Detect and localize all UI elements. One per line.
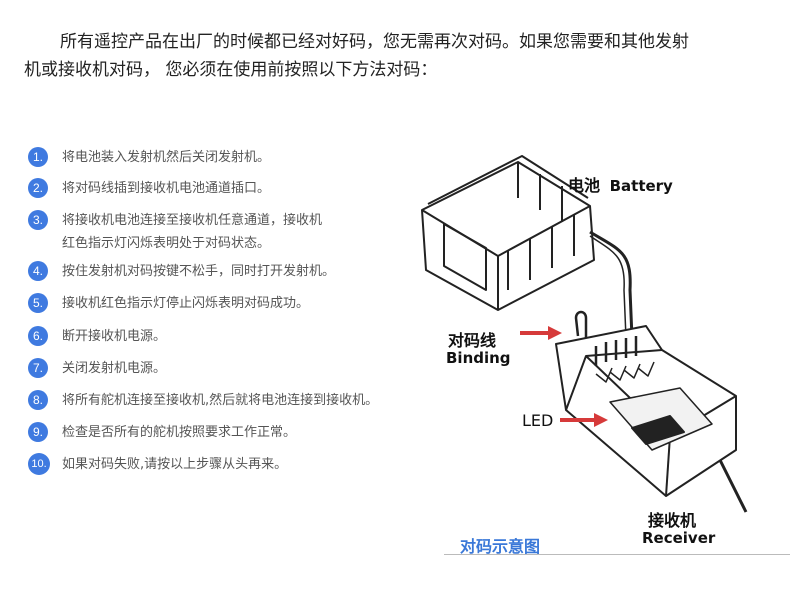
receiver-drawing [555,325,748,513]
step-item: 7. 关闭发射机电源。 [28,357,428,380]
binding-plug-drawing [574,310,588,344]
step-item: 6. 断开接收机电源。 [28,325,428,348]
step-number-badge: 3. [28,210,48,230]
binding-label-en: Binding [446,349,511,367]
step-text: 将所有舵机连接至接收机,然后就将电池连接到接收机。 [62,393,379,408]
step-text: 断开接收机电源。 [62,329,167,344]
step-number-badge: 1. [28,147,48,167]
step-item: 3. 将接收机电池连接至接收机任意通道，接收机红色指示灯闪烁表明处于对码状态。 [28,209,428,255]
step-text: 如果对码失败,请按以上步骤从头再来。 [62,457,288,472]
step-item: 10. 如果对码失败,请按以上步骤从头再来。 [28,453,428,476]
step-number-badge: 7. [28,358,48,378]
diagram-caption: 对码示意图 [460,537,541,556]
step-item: 5. 接收机红色指示灯停止闪烁表明对码成功。 [28,292,428,315]
step-item: 1. 将电池装入发射机然后关闭发射机。 [28,146,428,169]
step-number-badge: 8. [28,390,48,410]
step-item: 8. 将所有舵机连接至接收机,然后就将电池连接到接收机。 [28,389,428,412]
battery-pack-drawing [421,155,595,311]
battery-wire [589,230,634,339]
binding-label-cn: 对码线 [448,331,497,350]
intro-line-2: 机或接收机对码， 您必须在使用前按照以下方法对码： [24,60,438,80]
step-number-badge: 6. [28,326,48,346]
step-text: 关闭发射机电源。 [62,361,167,376]
step-text: 检查是否所有的舵机按照要求工作正常。 [62,425,297,440]
led-arrow [560,413,608,427]
binding-diagram-illustration [421,155,748,513]
battery-label-cn: 电池 [568,176,601,195]
battery-label-en: Battery [609,177,673,195]
receiver-label-cn: 接收机 [648,511,697,530]
led-label: LED [522,411,554,430]
battery-label: 电池 Battery [568,172,673,196]
step-text: 按住发射机对码按键不松手，同时打开发射机。 [62,264,336,279]
step-item: 4. 按住发射机对码按键不松手，同时打开发射机。 [28,260,428,283]
step-number-badge: 2. [28,178,48,198]
step-text-line-2: 红色指示灯闪烁表明处于对码状态。 [62,236,271,251]
intro-paragraph: 所有遥控产品在出厂的时候都已经对好码，您无需再次对码。如果您需要和其他发射 机或… [24,28,764,84]
step-number-badge: 5. [28,293,48,313]
step-number-badge: 10. [28,453,50,475]
step-item: 9. 检查是否所有的舵机按照要求工作正常。 [28,421,428,444]
intro-line-1: 所有遥控产品在出厂的时候都已经对好码，您无需再次对码。如果您需要和其他发射 [60,32,689,52]
step-text-line-1: 将接收机电池连接至接收机任意通道，接收机 [62,213,323,228]
step-text: 将对码线插到接收机电池通道插口。 [62,181,271,196]
caption-divider [444,554,790,555]
step-number-badge: 4. [28,261,48,281]
step-number-badge: 9. [28,422,48,442]
step-text: 将电池装入发射机然后关闭发射机。 [62,150,271,165]
step-text: 将接收机电池连接至接收机任意通道，接收机红色指示灯闪烁表明处于对码状态。 [62,209,428,255]
step-item: 2. 将对码线插到接收机电池通道插口。 [28,177,428,200]
binding-arrow [520,326,562,340]
receiver-label-en: Receiver [642,529,716,547]
step-text: 接收机红色指示灯停止闪烁表明对码成功。 [62,296,310,311]
